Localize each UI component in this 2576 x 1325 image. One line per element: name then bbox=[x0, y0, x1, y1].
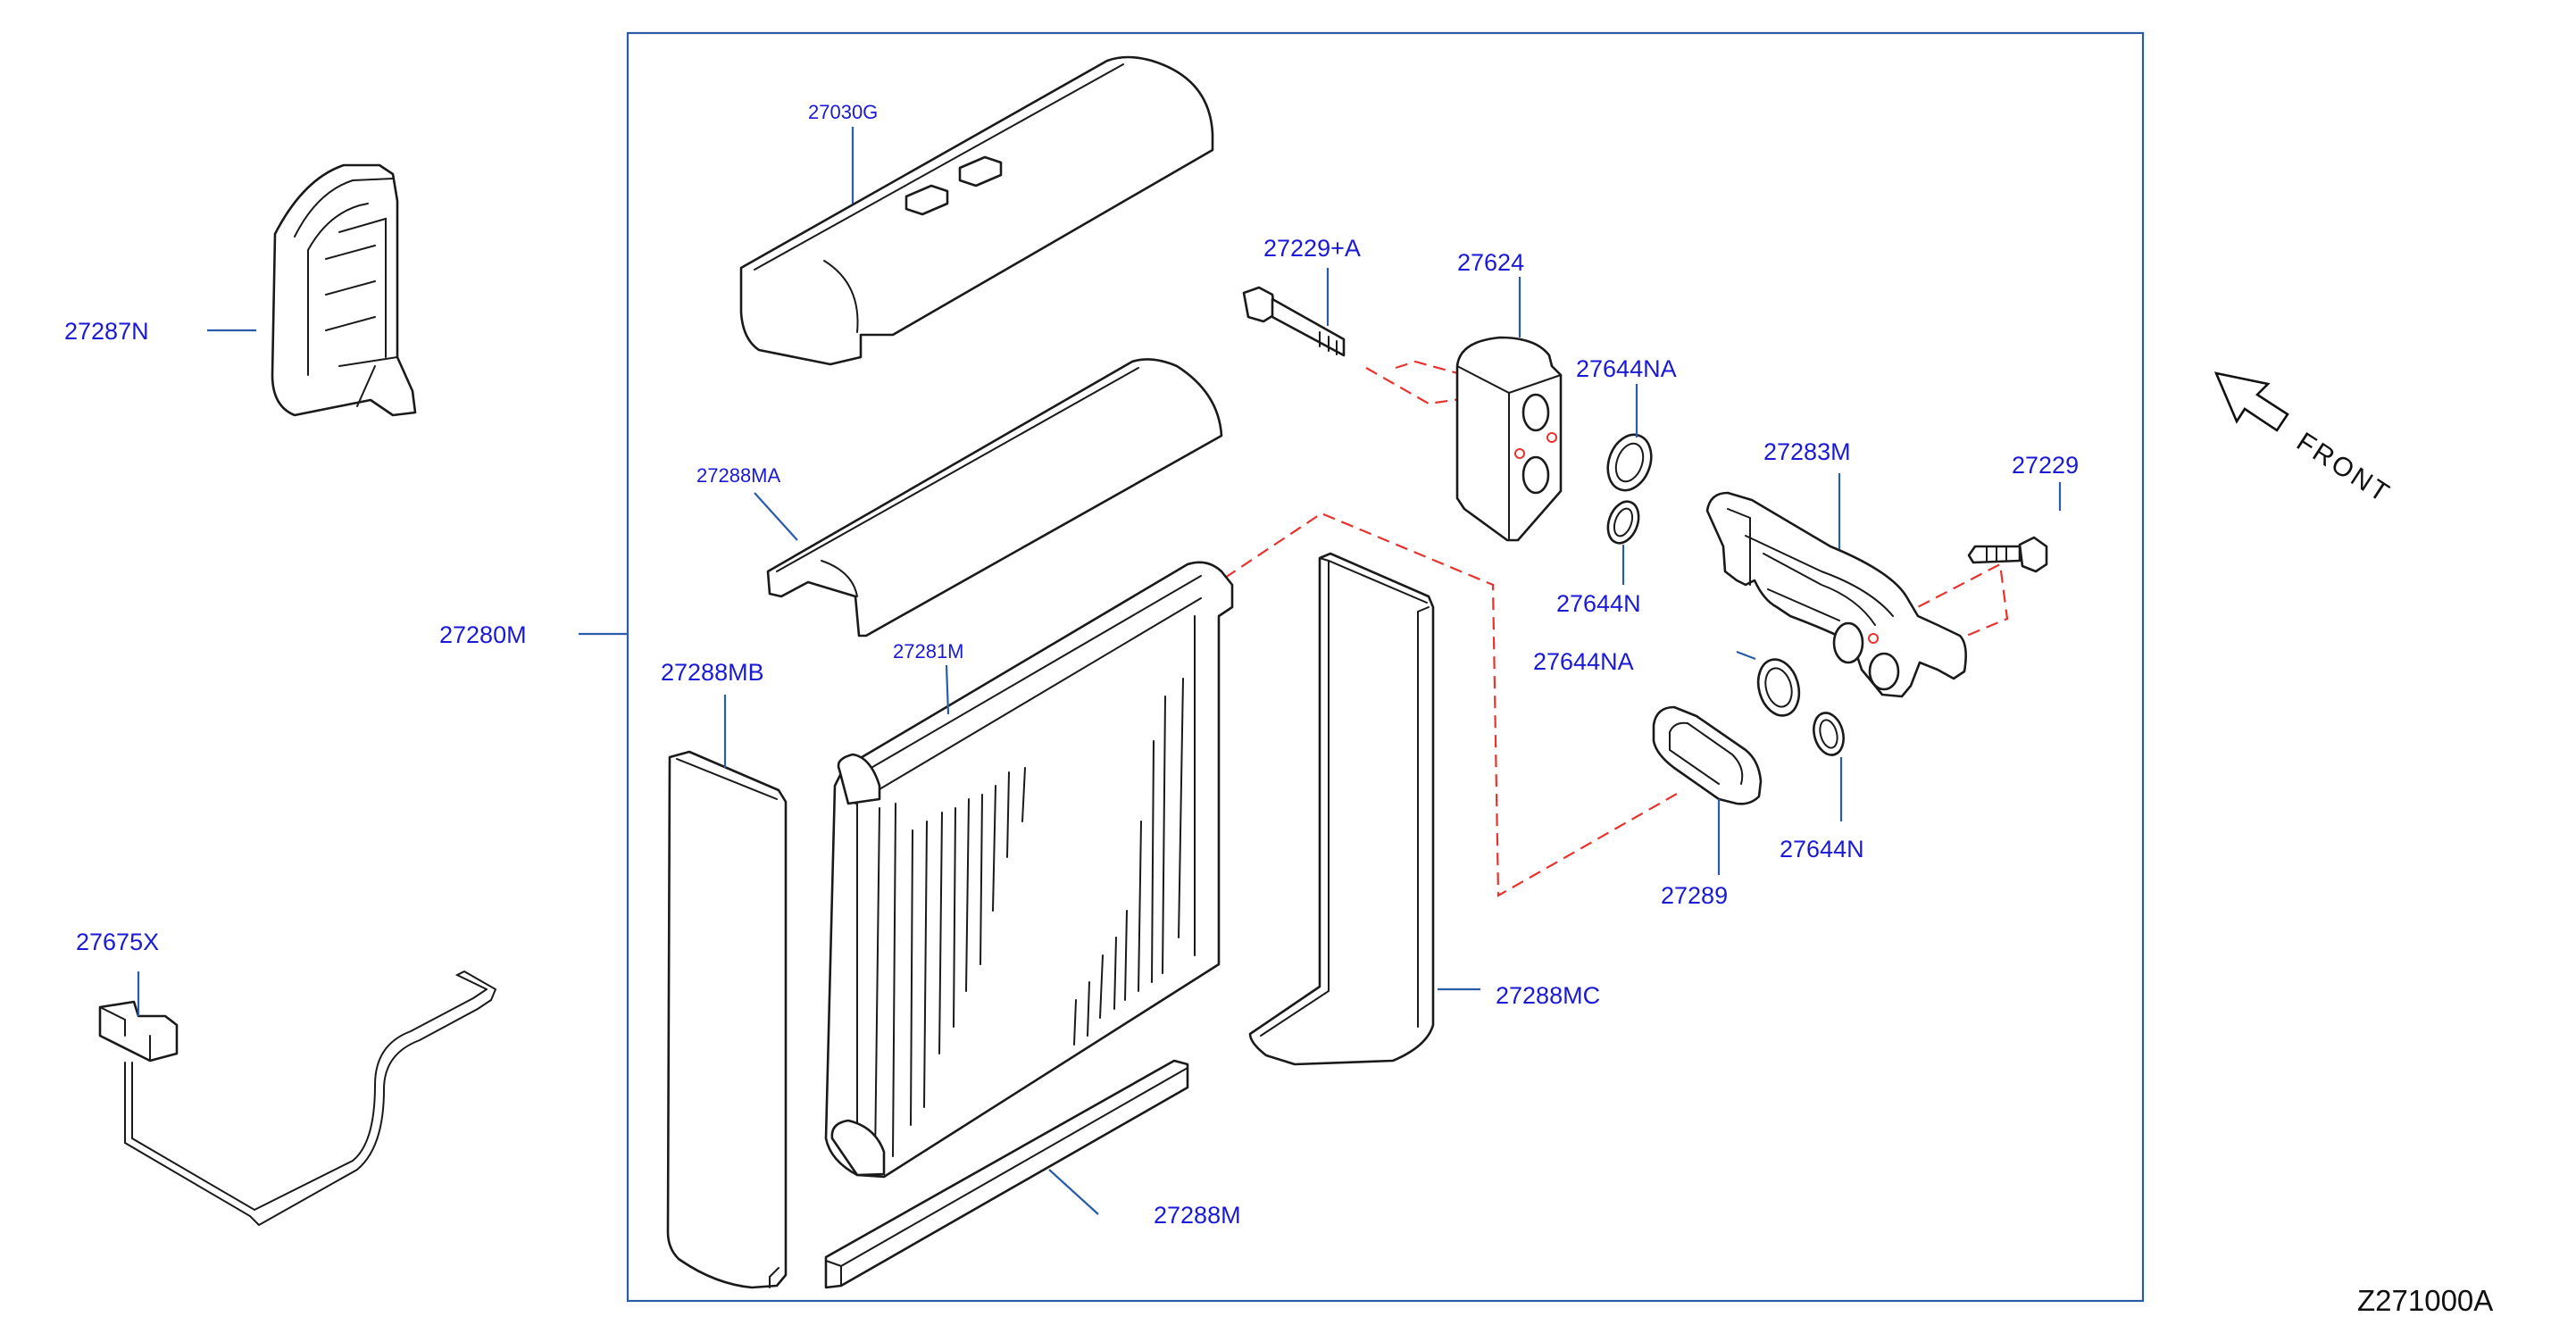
evaporator-side-seal-left bbox=[666, 750, 788, 1289]
front-direction-label: FRONT bbox=[2291, 427, 2396, 509]
part-labels: 27287N 27280M 27675X 27030G 27288MA 2728… bbox=[64, 101, 2079, 1229]
o-ring-small-bottom bbox=[1813, 712, 1845, 756]
evaporator-core bbox=[824, 561, 1234, 1179]
evaporator-top-cover bbox=[739, 55, 1214, 366]
label-27644NA-middle[interactable]: 27644NA bbox=[1533, 648, 1634, 675]
o-ring-large-top bbox=[1606, 433, 1653, 492]
label-27030G[interactable]: 27030G bbox=[808, 101, 878, 123]
o-ring-large-middle bbox=[1756, 658, 1801, 717]
bolt-with-washer bbox=[1242, 286, 1346, 357]
pipe-assembly bbox=[1705, 491, 1967, 698]
label-27624[interactable]: 27624 bbox=[1457, 249, 1524, 276]
label-27675X[interactable]: 27675X bbox=[76, 929, 159, 955]
bracket-part bbox=[271, 163, 417, 417]
diagram-code: Z271000A bbox=[2357, 1284, 2493, 1317]
label-27288MB[interactable]: 27288MB bbox=[661, 659, 764, 686]
expansion-valve bbox=[1455, 336, 1563, 542]
label-27283M[interactable]: 27283M bbox=[1763, 438, 1851, 465]
leader-lines bbox=[137, 127, 2062, 1215]
label-27288MA[interactable]: 27288MA bbox=[696, 464, 781, 487]
evaporator-upper-seal bbox=[766, 358, 1223, 638]
label-27288M[interactable]: 27288M bbox=[1154, 1202, 1241, 1229]
front-direction-indicator: FRONT bbox=[2213, 371, 2396, 509]
front-arrow-icon bbox=[2213, 371, 2289, 432]
label-27280M[interactable]: 27280M bbox=[439, 621, 527, 648]
label-27229[interactable]: 27229 bbox=[2012, 452, 2079, 479]
label-27288MC[interactable]: 27288MC bbox=[1496, 982, 1600, 1009]
thermo-sensor-wire bbox=[98, 970, 497, 1227]
assembly-frame bbox=[626, 31, 2145, 1303]
label-27644N-top[interactable]: 27644N bbox=[1556, 590, 1641, 617]
label-27644N-bottom[interactable]: 27644N bbox=[1780, 836, 1864, 862]
bolt bbox=[1967, 536, 2048, 573]
label-27289[interactable]: 27289 bbox=[1661, 882, 1728, 909]
evaporator-side-seal-right bbox=[1248, 552, 1435, 1066]
label-27229-plus-A[interactable]: 27229+A bbox=[1263, 235, 1361, 262]
evaporator-bottom-seal bbox=[824, 1059, 1189, 1289]
evaporator-fins bbox=[910, 696, 1166, 1126]
label-27644NA-top[interactable]: 27644NA bbox=[1576, 355, 1677, 382]
o-ring-small-top bbox=[1606, 500, 1640, 545]
pipe-insulator bbox=[1652, 705, 1763, 805]
label-27287N[interactable]: 27287N bbox=[64, 318, 149, 345]
label-27281M[interactable]: 27281M bbox=[893, 640, 964, 662]
